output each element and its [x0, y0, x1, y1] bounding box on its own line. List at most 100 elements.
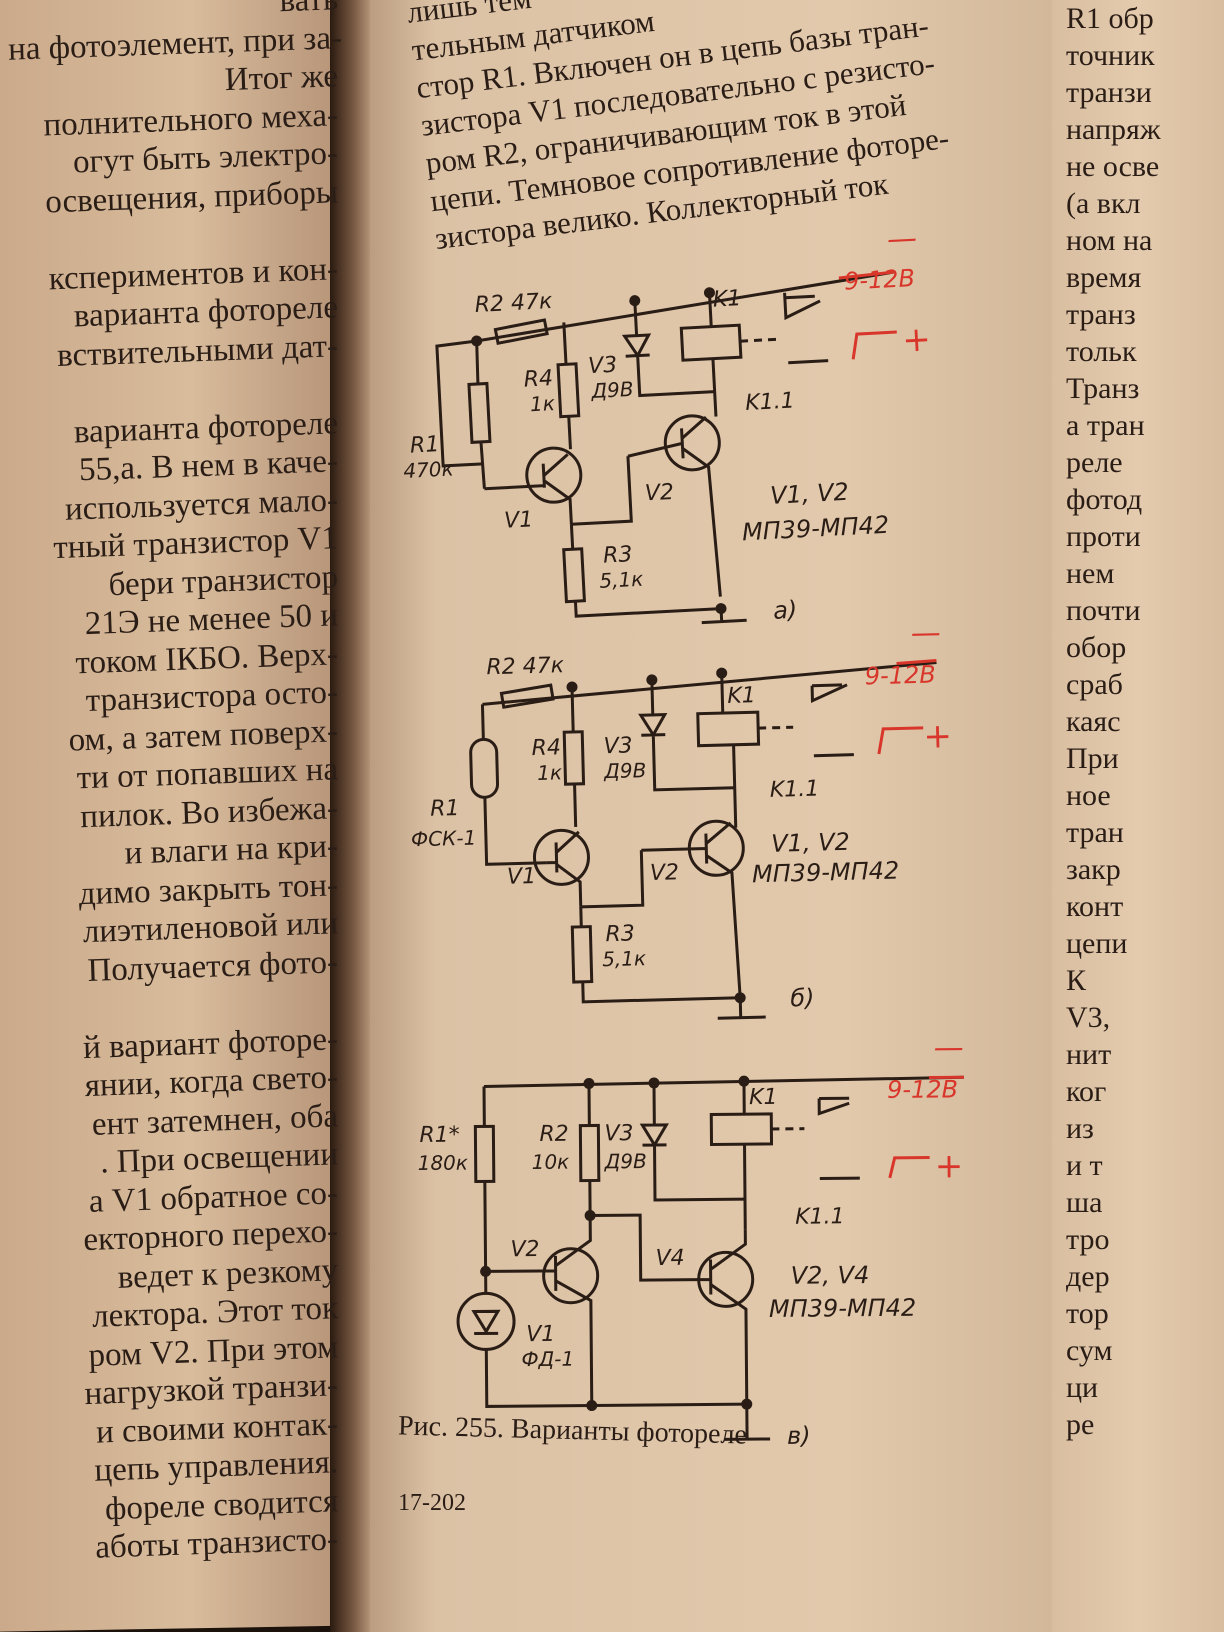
transistor-type-label: МП39-МП42: [769, 1294, 916, 1323]
right-column-line: каяс: [1066, 705, 1121, 738]
right-column-line: R1 обр: [1066, 2, 1154, 35]
transistors-label: V2, V4: [791, 1261, 870, 1290]
r3-value: 5,1к: [602, 946, 647, 971]
transistors-label: V1, V2: [769, 478, 849, 510]
right-column-line: ша: [1066, 1186, 1103, 1219]
right-column-line: транз: [1066, 298, 1136, 331]
right-column-line: тро: [1066, 1223, 1110, 1256]
right-column-line: почти: [1066, 594, 1141, 627]
k11-label: K1.1: [795, 1204, 845, 1229]
schematic-c: R1* 180к R2 10к V3 Д9В K1 K1.1 V1 ФД-1 V…: [418, 1030, 964, 1450]
right-column-line: не осве: [1066, 150, 1160, 183]
r1-value: 180к: [418, 1151, 468, 1175]
r4-value: 1к: [537, 760, 562, 785]
v1-label: V1: [507, 864, 537, 890]
right-column-line: сум: [1066, 1334, 1113, 1367]
right-column-line: ном на: [1066, 224, 1153, 257]
minus-terminal: —: [934, 1030, 964, 1065]
r2-value: 10к: [532, 1150, 570, 1174]
right-column-line: ци: [1066, 1371, 1099, 1404]
right-column-line: тольк: [1066, 335, 1137, 368]
k11-label: K1.1: [769, 777, 819, 803]
right-column-line: V3,: [1066, 1001, 1111, 1034]
v3-label: V3: [604, 1121, 633, 1146]
right-column-line: реле: [1066, 446, 1123, 479]
k11-label: K1.1: [745, 388, 796, 416]
right-column-line: сраб: [1066, 668, 1123, 701]
right-column-line: тран: [1066, 816, 1124, 849]
right-column-line: (а вкл: [1066, 187, 1141, 220]
v2-label: V2: [650, 860, 680, 886]
right-column-line: нит: [1066, 1038, 1112, 1071]
v3-value: Д9В: [604, 1149, 647, 1173]
r1-label: R1: [430, 796, 460, 822]
supply-label: 9-12В: [864, 660, 936, 690]
r1-label: R1*: [419, 1123, 460, 1148]
v3-label: V3: [603, 733, 633, 759]
v1-label: V1: [503, 507, 533, 533]
right-column-line: закр: [1066, 853, 1121, 886]
supply-label: 9-12В: [843, 264, 915, 296]
v1-value: ФД-1: [521, 1347, 574, 1371]
transistor-type-label: МП39-МП42: [752, 857, 900, 889]
plus-terminal: +: [923, 716, 953, 757]
r1-value: 470к: [403, 456, 454, 483]
r4-value: 1к: [529, 391, 555, 416]
right-column-line: время: [1066, 261, 1142, 294]
v3-label: V3: [588, 353, 618, 379]
r2-label: R2: [539, 1122, 569, 1147]
right-column-line: ког: [1066, 1075, 1107, 1108]
plus-terminal: +: [901, 319, 932, 360]
r3-value: 5,1к: [599, 567, 644, 593]
r1-label: R1: [409, 432, 440, 458]
minus-terminal: —: [910, 615, 941, 651]
right-column-line: ре: [1066, 1408, 1095, 1441]
k1-label: K1: [749, 1085, 778, 1110]
k1-label: K1: [712, 286, 742, 312]
r4-label: R4: [531, 735, 561, 761]
v1-label: V1: [526, 1322, 555, 1347]
schematic-b: R2 47к R1 ФСК-1 R4 1к V3 Д9В K1 K1.1 V1 …: [411, 615, 953, 1020]
right-column-line: ное: [1066, 779, 1111, 812]
right-column-line: тор: [1066, 1297, 1109, 1330]
right-column-line: К: [1066, 964, 1087, 997]
r1-value: ФСК-1: [411, 826, 477, 852]
right-column-line: напряж: [1066, 113, 1161, 146]
right-column-line: обор: [1066, 631, 1127, 664]
right-column-line: точник: [1066, 39, 1155, 72]
transistors-label: V1, V2: [771, 828, 850, 858]
v2-label: V2: [510, 1237, 539, 1262]
r2-label: R2 47к: [486, 653, 565, 680]
plus-terminal: +: [935, 1146, 964, 1186]
v4-label: V4: [655, 1246, 684, 1271]
variant-label: в): [787, 1422, 811, 1450]
right-column-line: нем: [1066, 557, 1115, 590]
schematic-a: R2 47к R1 470к R4 1к V3 Д9В K1 K1.1 V1 V…: [403, 221, 932, 625]
center-page: [352, 0, 1052, 1632]
right-column-line: транзи: [1066, 76, 1152, 109]
book-gutter: [330, 0, 370, 1632]
right-column-line: цепи: [1066, 927, 1128, 960]
right-page: [1052, 0, 1224, 1632]
variant-label: б): [790, 984, 815, 1013]
minus-terminal: —: [886, 221, 918, 258]
right-column-line: проти: [1066, 520, 1141, 553]
right-column-line: дер: [1066, 1260, 1110, 1293]
right-column-line: а тран: [1066, 409, 1145, 442]
transistor-type-label: МП39-МП42: [741, 511, 890, 547]
r3-label: R3: [605, 921, 635, 947]
k1-label: K1: [727, 683, 756, 709]
right-column-text: R1 обр точник транзи напряж не осве (а вкл ном…: [1066, 0, 1161, 1443]
supply-label: 9-12В: [887, 1075, 958, 1104]
right-column-line: конт: [1066, 890, 1124, 923]
right-column-line: из: [1066, 1112, 1094, 1145]
v2-label: V2: [644, 480, 674, 506]
right-column-line: При: [1066, 742, 1119, 775]
v3-value: Д9В: [603, 758, 647, 783]
r4-label: R4: [523, 366, 554, 392]
right-column-line: фотод: [1066, 483, 1143, 516]
variant-label: а): [772, 596, 798, 625]
page-number: 17-202: [398, 1490, 466, 1516]
r2-label: R2 47к: [474, 289, 553, 318]
